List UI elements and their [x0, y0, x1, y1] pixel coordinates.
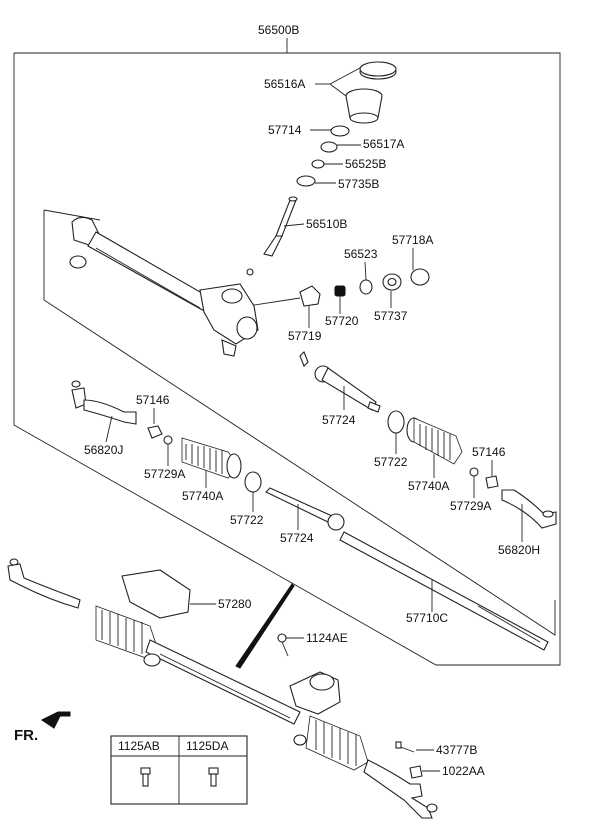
inner-tie-rod-upper-part	[299, 351, 381, 413]
fastener-table	[110, 735, 248, 805]
fastener-col1-label: 1125AB	[118, 739, 160, 753]
label-57720: 57720	[325, 314, 359, 328]
label-57714: 57714	[268, 123, 302, 137]
label-43777B: 43777B	[436, 743, 477, 757]
lock-nut-left-part	[147, 425, 163, 439]
rack-bar-part	[339, 531, 549, 651]
label-57724-lower: 57724	[280, 531, 314, 545]
bolt-1124AE-part	[277, 633, 289, 657]
support-yoke-part	[334, 285, 346, 297]
label-57146-left: 57146	[136, 393, 170, 407]
band-clamp-right-part	[387, 410, 405, 434]
label-57740A-left: 57740A	[182, 489, 223, 503]
label-56820J: 56820J	[84, 443, 123, 457]
lock-nut-right-part	[485, 475, 499, 489]
label-56525B: 56525B	[345, 157, 386, 171]
bellows-boot-left-part	[181, 437, 242, 479]
label-56516A: 56516A	[264, 77, 305, 91]
bolt-1125AB-icon	[140, 767, 151, 787]
label-57280: 57280	[218, 597, 252, 611]
label-57729A-left: 57729A	[144, 467, 185, 481]
oil-seal-part	[296, 175, 316, 187]
assembly-frame	[13, 52, 561, 666]
spring-part	[359, 279, 373, 295]
callout-arrow-icon	[235, 583, 295, 669]
label-57737: 57737	[374, 309, 408, 323]
label-57735B: 57735B	[338, 177, 379, 191]
label-57146-right: 57146	[472, 445, 506, 459]
label-57719: 57719	[288, 329, 322, 343]
label-57724-upper: 57724	[322, 413, 356, 427]
label-57740A-right: 57740A	[408, 479, 449, 493]
label-57710C: 57710C	[406, 611, 448, 625]
label-1124AE: 1124AE	[306, 631, 348, 645]
pinion-part	[246, 196, 298, 276]
label-57729A-right: 57729A	[450, 499, 491, 513]
complete-gear-assembly-part	[7, 558, 438, 819]
assembly-label: 56500B	[258, 23, 299, 37]
inner-tie-rod-lower-part	[265, 487, 345, 531]
label-56510B: 56510B	[306, 217, 347, 231]
label-56517A: 56517A	[363, 137, 404, 151]
label-57722-left: 57722	[230, 513, 264, 527]
fastener-col2-label: 1125DA	[186, 739, 228, 753]
snap-ring-part	[311, 159, 325, 169]
clip-right-part	[469, 467, 479, 477]
band-clamp-left-part	[244, 471, 262, 493]
bolt-1125DA-icon	[208, 767, 219, 787]
bearing-cover-part	[345, 61, 397, 124]
label-56523: 56523	[344, 247, 378, 261]
bellows-boot-right-part	[406, 417, 463, 465]
label-57722-right: 57722	[374, 455, 408, 469]
pin-43777B-part	[395, 741, 415, 753]
bearing-part	[320, 141, 338, 153]
yoke-plug-part	[382, 273, 402, 291]
lock-nut-part	[410, 268, 430, 286]
label-1022AA: 1022AA	[442, 764, 485, 778]
tie-rod-end-right-part	[501, 489, 557, 529]
front-arrow-icon	[41, 711, 71, 729]
seal-part	[330, 125, 350, 137]
clip-left-part	[163, 435, 173, 445]
rack-housing-part	[69, 216, 259, 357]
tie-rod-end-left-part	[71, 380, 137, 425]
label-57718A: 57718A	[392, 233, 433, 247]
housing-frame	[43, 210, 556, 636]
direction-marker: FR.	[14, 727, 38, 744]
plug-part	[299, 285, 321, 307]
label-56820H: 56820H	[498, 543, 540, 557]
